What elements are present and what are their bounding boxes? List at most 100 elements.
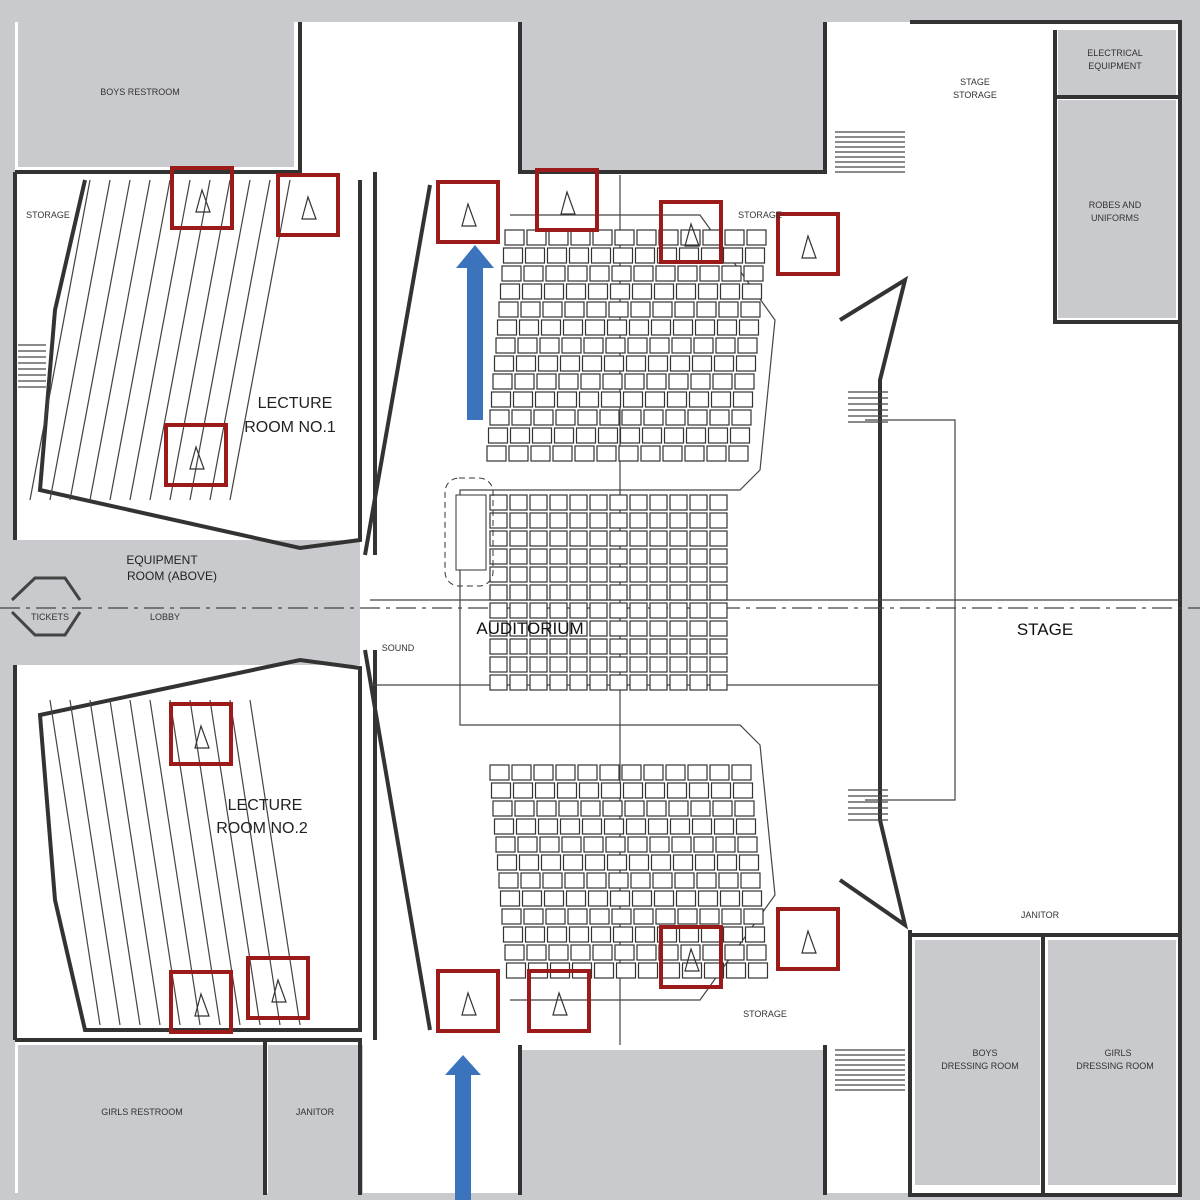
highlight-marker [436, 969, 500, 1033]
chevron-icon [10, 576, 82, 637]
seat [729, 427, 751, 444]
seat [600, 391, 622, 408]
seat [502, 926, 524, 943]
lecture-room-2-label-line1: LECTURE [228, 797, 303, 814]
arrow-up-icon-bottom [445, 1055, 481, 1200]
seat [628, 854, 650, 871]
seat [569, 620, 588, 637]
seat [669, 638, 688, 655]
seat [611, 908, 632, 925]
seat [602, 373, 623, 390]
girls-dressing-label-line1: GIRLS [1104, 1048, 1131, 1058]
seat [630, 872, 651, 889]
seat [697, 283, 719, 300]
seat [509, 512, 528, 529]
seat [514, 800, 535, 817]
ticket-label: TICKETS [31, 612, 69, 622]
seat [543, 283, 565, 300]
arrow-up-icon [456, 245, 494, 420]
seat [622, 782, 644, 799]
seat [521, 283, 543, 300]
top-center-room [520, 22, 825, 172]
seat [655, 908, 676, 925]
entry-arrows [445, 245, 494, 1200]
seat [529, 530, 548, 547]
seat [546, 926, 568, 943]
robes-label-line1: ROBES AND [1089, 200, 1142, 210]
seat [677, 908, 698, 925]
seat [496, 854, 518, 871]
seat [629, 602, 648, 619]
seat [706, 445, 727, 462]
seat [693, 337, 714, 354]
seat [744, 247, 766, 264]
seat [627, 337, 648, 354]
desk-row [49, 699, 101, 1026]
seat [489, 409, 510, 426]
seat [493, 818, 515, 835]
seat [611, 265, 632, 282]
seat [489, 620, 508, 637]
seat [731, 409, 752, 426]
seat [569, 530, 588, 547]
seat [496, 319, 518, 336]
seat [549, 674, 568, 691]
seat [589, 908, 610, 925]
seat [549, 530, 568, 547]
seat [669, 602, 688, 619]
seat [600, 782, 622, 799]
seat [649, 337, 670, 354]
seat [674, 872, 695, 889]
lecture-room-1-label-line1: LECTURE [258, 395, 333, 412]
seat [630, 301, 651, 318]
seat [490, 391, 512, 408]
seat [533, 764, 554, 781]
highlight-marker [276, 173, 340, 237]
seat [549, 602, 568, 619]
seat [589, 548, 608, 565]
seat [743, 265, 764, 282]
desk-row [109, 699, 161, 1026]
seat [589, 674, 608, 691]
seat [583, 836, 604, 853]
seat [590, 247, 612, 264]
seat [509, 584, 528, 601]
seat [619, 427, 641, 444]
seat [492, 800, 513, 817]
seat [509, 638, 528, 655]
triangle-icon [194, 724, 210, 749]
triangle-icon [195, 188, 211, 213]
seat [556, 782, 578, 799]
seat [652, 872, 673, 889]
seat [587, 283, 609, 300]
seat [703, 962, 725, 979]
seat [629, 584, 648, 601]
walls [13, 20, 1182, 1197]
seat [511, 764, 532, 781]
seat [624, 373, 645, 390]
electrical-room [1058, 30, 1176, 95]
desk-row [209, 179, 271, 501]
seat [548, 229, 569, 246]
seat [713, 355, 735, 372]
seat [718, 872, 739, 889]
seat [609, 512, 628, 529]
janitor-right-label: JANITOR [1021, 910, 1060, 920]
seat [504, 944, 525, 961]
seat [621, 409, 642, 426]
seat [561, 337, 582, 354]
seat [542, 872, 563, 889]
seat [694, 854, 716, 871]
seat [709, 566, 728, 583]
seat [605, 337, 626, 354]
seat [602, 800, 623, 817]
seat [649, 530, 668, 547]
seat [697, 890, 719, 907]
seat [649, 494, 668, 511]
seat [734, 800, 755, 817]
seat [628, 319, 650, 336]
seat [586, 301, 607, 318]
seat [653, 890, 675, 907]
seat [567, 908, 588, 925]
seat [511, 409, 532, 426]
